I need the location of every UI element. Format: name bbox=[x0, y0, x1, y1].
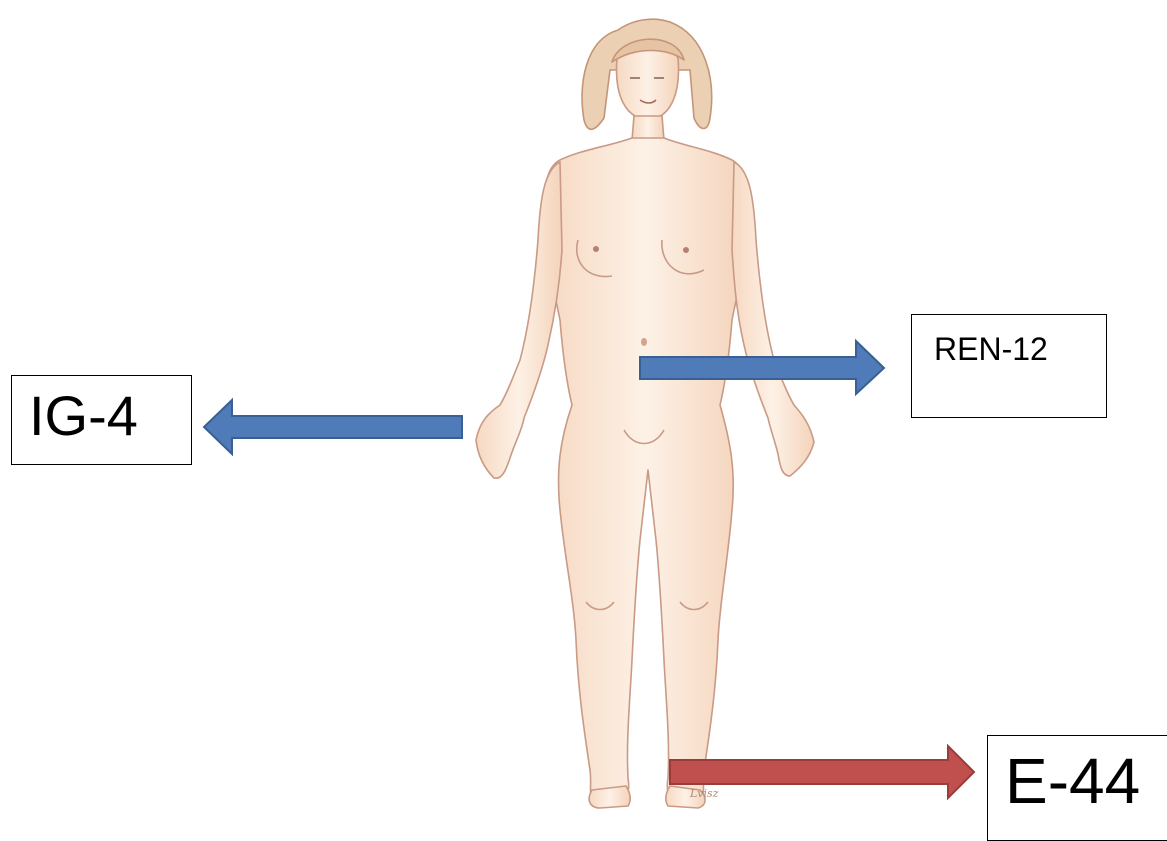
foot-left bbox=[589, 786, 630, 808]
right-arm bbox=[732, 162, 814, 476]
label-box-ren12: REN-12 bbox=[911, 314, 1107, 418]
female-figure-illustration bbox=[476, 19, 814, 808]
navel bbox=[641, 338, 647, 346]
nipple-right bbox=[683, 247, 689, 253]
face bbox=[617, 45, 679, 121]
left-arm bbox=[476, 162, 562, 478]
artist-signature: Lvisz bbox=[689, 787, 719, 800]
label-box-e44: E-44 bbox=[987, 735, 1167, 841]
label-ren12-text: REN-12 bbox=[934, 331, 1048, 367]
label-ig4-text: IG-4 bbox=[29, 384, 138, 447]
neck bbox=[632, 116, 664, 140]
nipple-left bbox=[593, 246, 599, 252]
label-box-ig4: IG-4 bbox=[11, 375, 192, 465]
label-e44-text: E-44 bbox=[1005, 745, 1140, 817]
arrow-left-blue bbox=[204, 400, 462, 454]
body-silhouette bbox=[545, 138, 746, 802]
